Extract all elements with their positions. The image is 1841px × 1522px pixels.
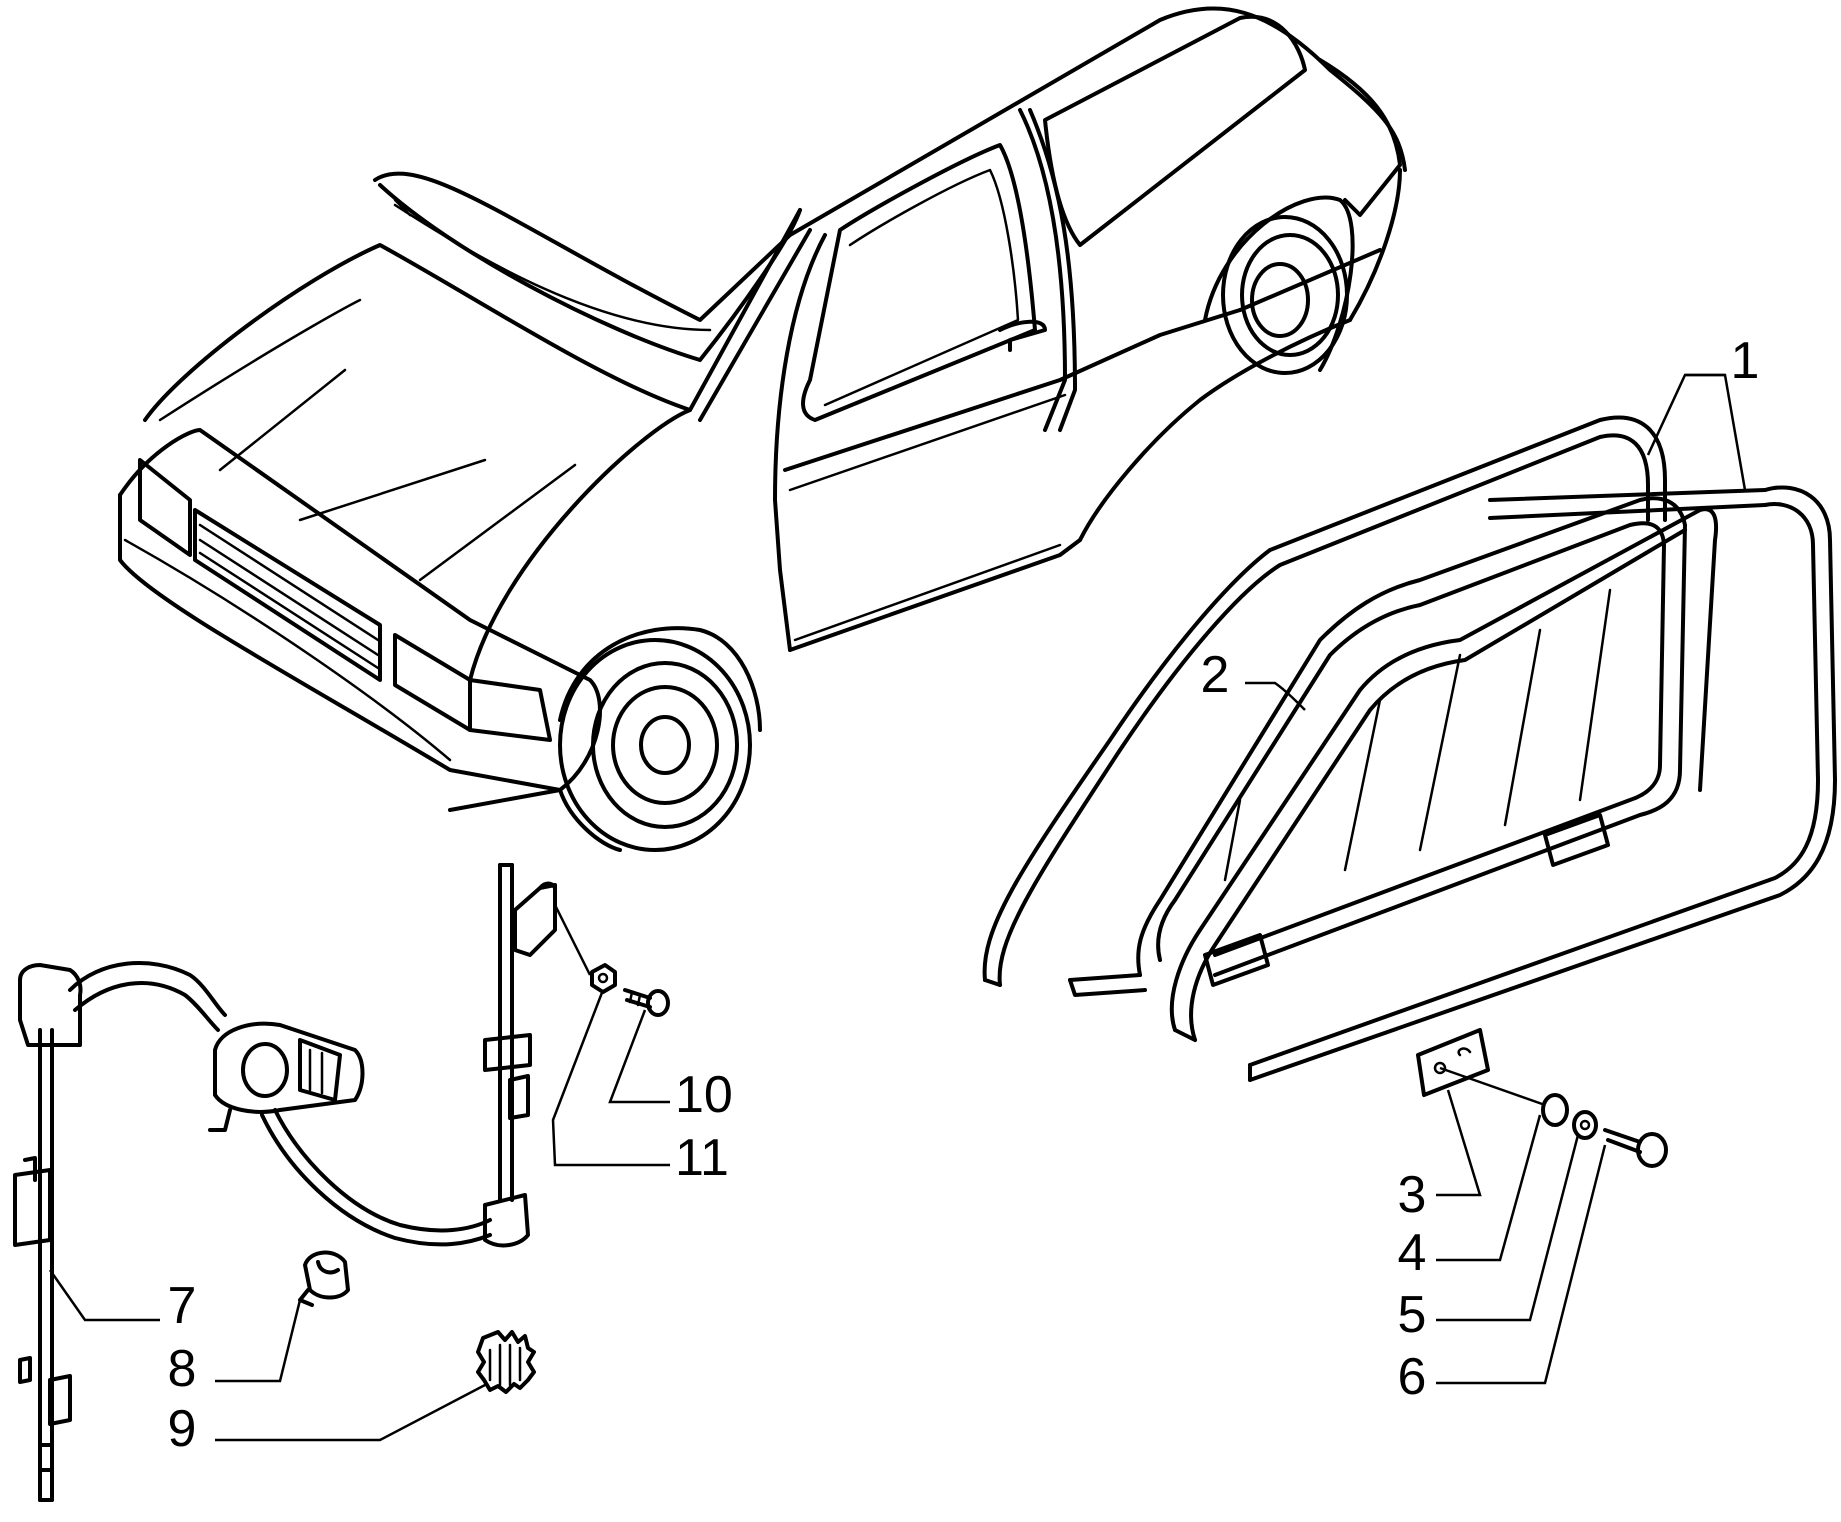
label-2: 2 [1201, 646, 1230, 704]
label-1: 1 [1731, 332, 1760, 390]
parts-10-11-screw-nut [551, 904, 670, 1167]
part-5-washer [1572, 1110, 1598, 1140]
part-1-window-seals [982, 373, 1837, 1082]
car-illustration [118, 6, 1407, 852]
part-2-glass [1068, 496, 1719, 1042]
part-6-bolt [1603, 1128, 1668, 1168]
label-8: 8 [168, 1340, 197, 1398]
label-9: 9 [168, 1400, 197, 1458]
part-11-nut [590, 963, 617, 994]
label-5: 5 [1398, 1286, 1427, 1344]
label-11: 11 [675, 1129, 729, 1187]
parts-3-6-fasteners [1416, 1028, 1668, 1385]
part-10-screw [623, 988, 670, 1017]
part-7-window-regulator [13, 863, 557, 1502]
part-labels: 1 2 3 4 5 6 7 8 9 10 11 [168, 332, 1760, 1458]
part-4-washer [1541, 1093, 1569, 1127]
part-8-clip [215, 1250, 350, 1383]
label-4: 4 [1398, 1224, 1427, 1282]
label-10: 10 [675, 1066, 733, 1124]
part-3-plate [1416, 1028, 1490, 1097]
label-7: 7 [168, 1277, 197, 1335]
label-6: 6 [1398, 1348, 1427, 1406]
part-9-gear [215, 1330, 536, 1442]
label-3: 3 [1398, 1166, 1427, 1224]
